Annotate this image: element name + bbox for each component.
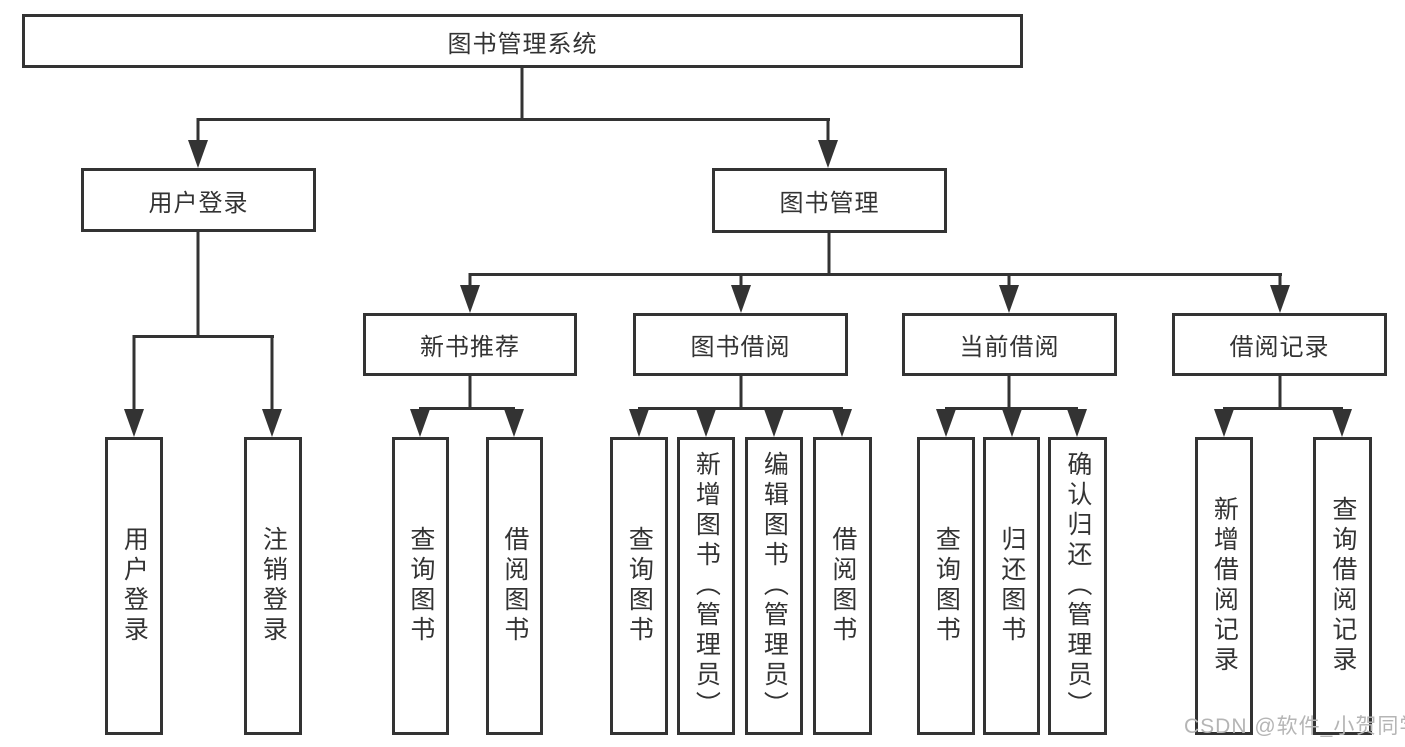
node-leaf-cb-return-books-label: 归还图书 (997, 526, 1026, 646)
arrow-to-user-login-icon (188, 140, 208, 168)
node-leaf-bb-edit-books-admin-label: 编辑图书（管理员） (760, 451, 789, 721)
connector-leaf-logout-shaft (270, 335, 274, 413)
arrow-to-leaf-user-login-icon (124, 409, 144, 437)
node-user-login: 用户登录 (81, 168, 316, 232)
node-leaf-cb-query-books: 查询图书 (917, 437, 975, 735)
arrow-to-new-book-icon (460, 285, 480, 313)
arrow-to-book-borrow-icon (731, 285, 751, 313)
node-leaf-bb-query-books-label: 查询图书 (625, 526, 654, 646)
node-book-borrow-label: 图书借阅 (690, 334, 791, 361)
node-leaf-cb-query-books-label: 查询图书 (932, 526, 961, 646)
node-leaf-br-query-record-label: 查询借阅记录 (1328, 496, 1357, 676)
node-root-system: 图书管理系统 (22, 14, 1023, 68)
node-leaf-logout: 注销登录 (244, 437, 302, 735)
node-borrow-records-label: 借阅记录 (1229, 334, 1330, 361)
connector-book-mgmt-stem (827, 233, 831, 273)
node-leaf-br-add-record: 新增借阅记录 (1195, 437, 1253, 735)
connector-book-mgmt-horizontal (469, 273, 1282, 276)
node-leaf-br-add-record-label: 新增借阅记录 (1210, 496, 1239, 676)
connector-current-borrow-shaft (1007, 273, 1011, 288)
node-leaf-br-query-record: 查询借阅记录 (1313, 437, 1372, 735)
node-leaf-bb-edit-books-admin: 编辑图书（管理员） (745, 437, 803, 735)
connector-borrow-records-shaft (1278, 273, 1282, 288)
connector-book-borrow-horizontal (638, 407, 843, 410)
connector-book-borrow-stem (739, 376, 743, 407)
connector-root-horizontal (197, 118, 830, 121)
node-new-book-recommend-label: 新书推荐 (420, 334, 520, 361)
node-user-login-label: 用户登录 (148, 189, 249, 217)
arrow-nb-borrow-icon (504, 409, 524, 437)
connector-new-book-shaft (468, 273, 472, 288)
arrow-cb-return-icon (1002, 409, 1022, 437)
connector-book-borrow-shaft (739, 273, 743, 288)
arrow-to-borrow-records-icon (1270, 285, 1290, 313)
node-current-borrow: 当前借阅 (902, 313, 1117, 376)
connector-book-mgmt-shaft (826, 118, 830, 144)
node-leaf-nb-borrow-books-label: 借阅图书 (500, 526, 529, 646)
node-leaf-nb-borrow-books: 借阅图书 (486, 437, 543, 735)
node-leaf-bb-borrow-books: 借阅图书 (813, 437, 872, 735)
connector-current-borrow-stem (1007, 376, 1011, 407)
arrow-cb-confirm-icon (1067, 409, 1087, 437)
node-leaf-nb-query-books: 查询图书 (392, 437, 449, 735)
arrow-nb-query-icon (410, 409, 430, 437)
arrow-bb-borrow-icon (832, 409, 852, 437)
node-leaf-user-login: 用户登录 (105, 437, 163, 735)
node-leaf-user-login-label: 用户登录 (120, 526, 149, 646)
node-borrow-records: 借阅记录 (1172, 313, 1387, 376)
node-root-system-label: 图书管理系统 (447, 30, 598, 58)
arrow-to-leaf-logout-icon (262, 409, 282, 437)
node-book-borrow: 图书借阅 (633, 313, 848, 376)
node-leaf-logout-label: 注销登录 (259, 526, 288, 646)
node-leaf-cb-confirm-return-admin: 确认归还（管理员） (1048, 437, 1107, 735)
arrow-cb-query-icon (936, 409, 956, 437)
node-book-management: 图书管理 (712, 168, 947, 233)
node-leaf-bb-add-books-admin-label: 新增图书（管理员） (692, 451, 721, 721)
node-leaf-cb-confirm-return-admin-label: 确认归还（管理员） (1063, 451, 1092, 721)
arrow-bb-edit-icon (764, 409, 784, 437)
connector-root-stem (520, 68, 524, 118)
node-leaf-nb-query-books-label: 查询图书 (406, 526, 435, 646)
connector-borrow-records-stem (1278, 376, 1282, 407)
node-leaf-bb-borrow-books-label: 借阅图书 (828, 526, 857, 646)
connector-new-book-stem (468, 376, 472, 407)
node-current-borrow-label: 当前借阅 (959, 334, 1060, 361)
watermark-text: CSDN @软件_小贺同学 (1184, 715, 1405, 738)
node-leaf-cb-return-books: 归还图书 (983, 437, 1040, 735)
node-book-management-label: 图书管理 (779, 190, 880, 217)
connector-user-login-stem (196, 232, 200, 335)
node-new-book-recommend: 新书推荐 (363, 313, 577, 376)
connector-user-login-shaft (196, 118, 200, 144)
arrow-bb-query-icon (629, 409, 649, 437)
arrow-to-current-borrow-icon (999, 285, 1019, 313)
arrow-br-add-icon (1214, 409, 1234, 437)
arrow-br-query-icon (1332, 409, 1352, 437)
connector-borrow-records-horizontal (1223, 407, 1343, 410)
connector-current-borrow-horizontal (945, 407, 1078, 410)
connector-new-book-horizontal (419, 407, 515, 410)
node-leaf-bb-add-books-admin: 新增图书（管理员） (677, 437, 735, 735)
connector-user-login-horizontal (133, 335, 274, 338)
node-leaf-bb-query-books: 查询图书 (610, 437, 668, 735)
connector-leaf-user-login-shaft (132, 335, 136, 413)
arrow-bb-add-icon (696, 409, 716, 437)
arrow-to-book-mgmt-icon (818, 140, 838, 168)
